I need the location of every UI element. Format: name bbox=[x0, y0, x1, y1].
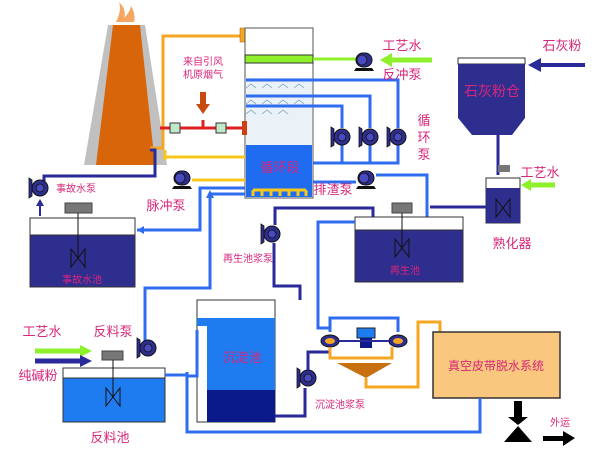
process-water-left-arrow-icon bbox=[80, 345, 92, 357]
backwash-pump[interactable] bbox=[353, 52, 375, 72]
filtrate-return-pipe bbox=[185, 372, 482, 434]
spray-pipe-2 bbox=[246, 94, 372, 128]
process-water-slaker-label: 工艺水 bbox=[520, 166, 559, 181]
pulse-pump-label: 脉冲泵 bbox=[146, 199, 185, 214]
process-water-top-label: 工艺水 bbox=[382, 39, 421, 54]
soda-powder-arrow-icon bbox=[80, 355, 92, 367]
lime-silo: 石灰粉仓 bbox=[457, 57, 526, 175]
accident-tank-label: 事故水池 bbox=[62, 273, 102, 286]
regen-slurry-pump[interactable] bbox=[260, 223, 281, 245]
regen-to-cyclone-pipe bbox=[316, 220, 355, 330]
vacuum-belt-label: 真空皮带脱水系统 bbox=[448, 358, 544, 373]
regen-suction-pipe bbox=[273, 206, 375, 225]
pulse-pump[interactable] bbox=[171, 170, 193, 190]
transport-out-label: 外运 bbox=[550, 417, 570, 429]
feed-tank: 反料池 bbox=[62, 350, 166, 446]
circulation-pump-label-3: 泵 bbox=[417, 148, 430, 163]
hydrocyclone-station[interactable] bbox=[320, 316, 442, 389]
soda-powder-label: 纯碱粉 bbox=[18, 369, 57, 384]
flue-gas-arrow-icon bbox=[196, 92, 210, 114]
clean-gas-pipe bbox=[150, 34, 242, 150]
backwash-pump-label: 反冲泵 bbox=[382, 68, 421, 83]
circulation-pump-1[interactable] bbox=[330, 126, 351, 148]
accident-tank: 事故水池 bbox=[29, 202, 136, 288]
transport-arrow-icon bbox=[563, 431, 575, 446]
slag-pump-label: 排渣泵 bbox=[313, 183, 352, 198]
slag-pump[interactable] bbox=[355, 170, 377, 190]
settling-slurry-pump[interactable] bbox=[296, 367, 317, 389]
circulation-pump-label-2: 环 bbox=[417, 131, 430, 146]
lime-silo-label: 石灰粉仓 bbox=[464, 84, 520, 100]
feed-return-pipe bbox=[143, 192, 245, 345]
spray-pipe-1 bbox=[246, 78, 400, 128]
regen-slurry-pump-label: 再生池浆泵 bbox=[223, 252, 273, 265]
process-water-left-label: 工艺水 bbox=[22, 325, 61, 340]
feed-pump-label: 反料泵 bbox=[93, 325, 132, 340]
spray-pipe-3 bbox=[246, 104, 344, 128]
flame-icon bbox=[116, 2, 135, 22]
chimney bbox=[84, 2, 167, 165]
circulation-pump-label-1: 循 bbox=[417, 114, 430, 129]
settling-slurry-pump-label: 沉淀池浆泵 bbox=[315, 398, 365, 411]
process-water-arrow-icon bbox=[380, 53, 392, 67]
accident-pump-pipe bbox=[42, 148, 157, 183]
accident-tank-return-pipe bbox=[137, 186, 245, 232]
slag-pump-outlet bbox=[376, 173, 429, 217]
circulation-suction-pipe bbox=[313, 145, 400, 165]
pulse-return-pipe bbox=[163, 150, 245, 160]
settling-tank: 沉淀池 bbox=[196, 299, 276, 423]
lime-powder-arrow-icon bbox=[528, 58, 541, 72]
accident-pump-label: 事故水泵 bbox=[56, 182, 96, 195]
settling-tank-label: 沉淀池 bbox=[222, 351, 261, 366]
flue-gas-label-2: 机原烟气 bbox=[183, 68, 223, 81]
discharge-triangle-icon bbox=[504, 426, 532, 442]
absorption-tower: 循环段 bbox=[244, 27, 314, 199]
regen-tank-label: 再生池 bbox=[390, 264, 420, 277]
slaker-water-arrow-icon bbox=[521, 179, 531, 191]
feed-tank-label: 反料池 bbox=[90, 431, 129, 446]
slaker-label: 熟化器 bbox=[492, 236, 531, 252]
feed-pump[interactable] bbox=[136, 337, 157, 359]
vacuum-belt-system: 真空皮带脱水系统 bbox=[432, 331, 561, 399]
circulation-section-label: 循环段 bbox=[260, 161, 299, 176]
thickener-funnel bbox=[337, 363, 392, 378]
circulation-pump-3[interactable] bbox=[386, 126, 407, 148]
regen-tank: 再生池 bbox=[354, 202, 464, 283]
lime-powder-label: 石灰粉 bbox=[542, 39, 581, 54]
slaker: 熟化器 bbox=[485, 165, 532, 252]
circulation-pump-2[interactable] bbox=[358, 126, 379, 148]
flue-gas-label-1: 来自引风 bbox=[183, 55, 223, 68]
